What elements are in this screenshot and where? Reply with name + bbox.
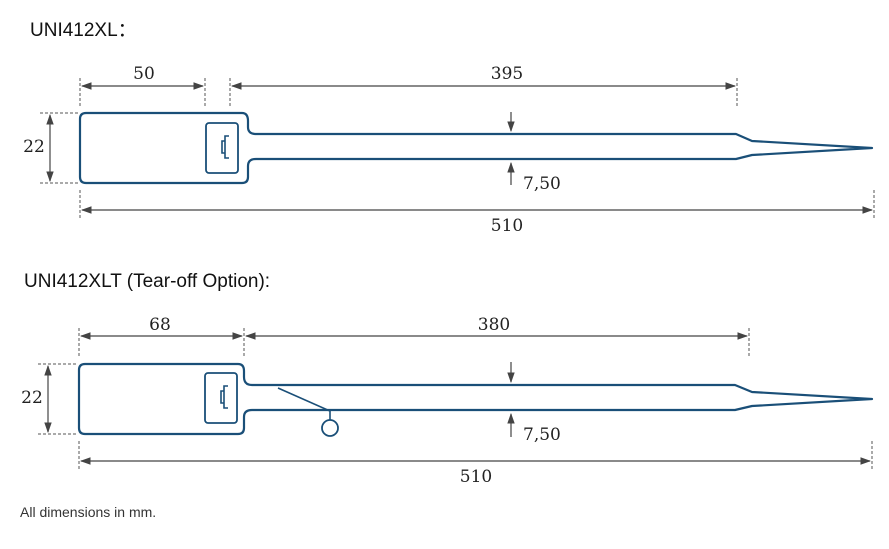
seal-xlt-tear-line	[277, 387, 331, 420]
lock-slot-icon	[221, 135, 229, 159]
dimensions-footnote: All dimensions in mm.	[20, 504, 156, 520]
seal-xlt-strap-length: 380	[478, 315, 510, 335]
seal-xl-lock-window	[205, 122, 239, 174]
lock-slot-icon	[220, 385, 228, 409]
seal-xlt-height: 22	[21, 388, 43, 408]
seal-xlt-head-length: 68	[149, 315, 171, 335]
seal-xl-strap-width: 7,50	[523, 174, 561, 194]
seal-xlt-drawing: UNI412XLT (Tear-off Option): 68 380 22 7…	[21, 271, 874, 487]
seal-xlt-outline	[77, 362, 874, 436]
seal-xl-title: UNI412XL：	[30, 20, 137, 41]
seal-xl-drawing: UNI412XL： 50 395 22 7,50 510	[23, 20, 875, 236]
seal-xlt-total-length: 510	[460, 467, 492, 487]
seal-xlt-strap-width: 7,50	[523, 425, 561, 445]
seal-xlt-tear-off-ring	[321, 419, 339, 437]
seal-xl-total-length: 510	[491, 216, 523, 236]
seal-xl-outline	[78, 111, 874, 185]
seal-xl-head-length: 50	[133, 64, 155, 84]
seal-xlt-lock-window	[204, 372, 238, 424]
seal-xlt-title: UNI412XLT (Tear-off Option):	[24, 271, 270, 292]
seal-xl-strap-length: 395	[491, 64, 523, 84]
seal-xl-height: 22	[23, 137, 45, 157]
